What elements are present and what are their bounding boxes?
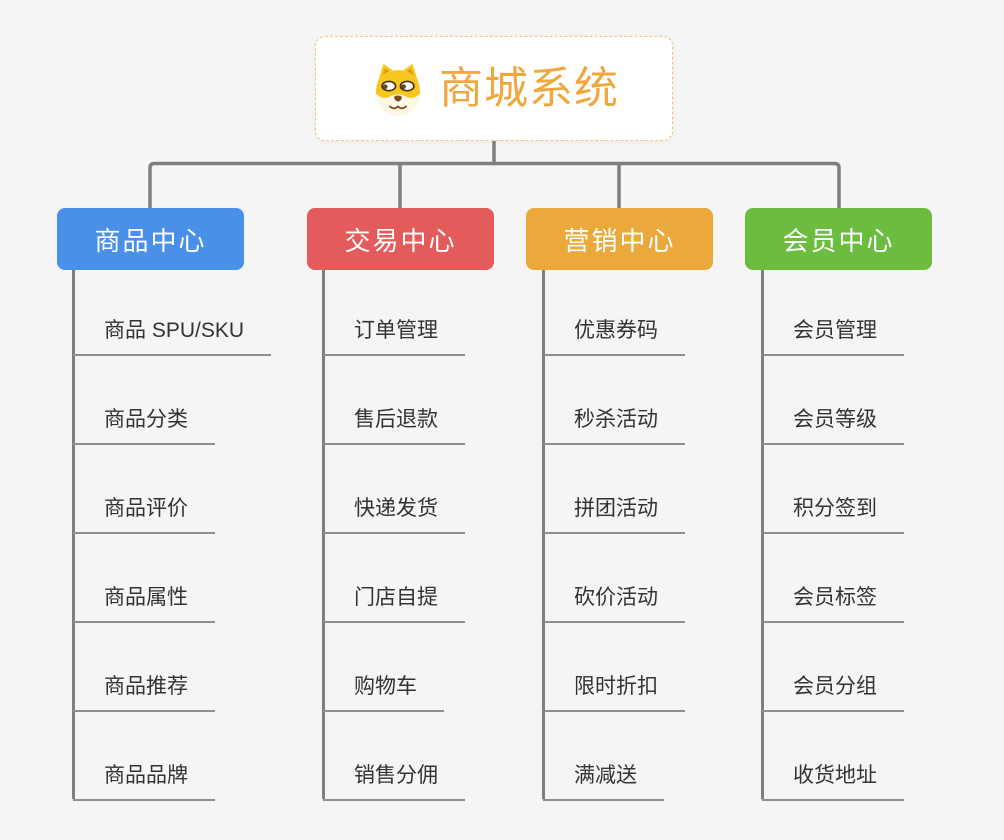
child-node[interactable]: 订单管理 — [323, 317, 465, 356]
child-node[interactable]: 优惠券码 — [543, 317, 685, 356]
child-node[interactable]: 销售分佣 — [323, 762, 465, 801]
child-node[interactable]: 收货地址 — [762, 762, 904, 801]
child-node[interactable]: 会员管理 — [762, 317, 904, 356]
child-node[interactable]: 积分签到 — [762, 495, 904, 534]
branch-children-member-center: 会员管理 会员等级 积分签到 会员标签 会员分组 收货地址 — [761, 270, 904, 840]
child-node[interactable]: 商品属性 — [73, 584, 215, 623]
child-node[interactable]: 拼团活动 — [543, 495, 685, 534]
branch-node-trade-center[interactable]: 交易中心 — [307, 208, 494, 270]
child-node[interactable]: 商品 SPU/SKU — [73, 317, 272, 356]
child-node[interactable]: 会员分组 — [762, 673, 904, 712]
root-title: 商城系统 — [439, 63, 619, 113]
branch-children-trade-center: 订单管理 售后退款 快递发货 门店自提 购物车 销售分佣 — [322, 270, 465, 840]
child-node[interactable]: 门店自提 — [323, 584, 465, 623]
branch-label: 商品中心 — [94, 225, 207, 256]
branch-node-product-center[interactable]: 商品中心 — [57, 208, 244, 270]
branch-label: 交易中心 — [344, 225, 457, 256]
child-node[interactable]: 商品品牌 — [73, 762, 215, 801]
child-node[interactable]: 商品评价 — [73, 495, 215, 534]
branch-children-marketing-center: 优惠券码 秒杀活动 拼团活动 砍价活动 限时折扣 满减送 — [542, 270, 685, 840]
dog-face-icon — [375, 63, 421, 116]
child-node[interactable]: 砍价活动 — [543, 584, 685, 623]
child-node[interactable]: 会员标签 — [762, 584, 904, 623]
child-node[interactable]: 商品推荐 — [73, 673, 215, 712]
child-node[interactable]: 限时折扣 — [543, 673, 685, 712]
branch-children-product-center: 商品 SPU/SKU 商品分类 商品评价 商品属性 商品推荐 商品品牌 — [72, 270, 272, 840]
child-node[interactable]: 商品分类 — [73, 406, 215, 445]
root-node[interactable]: 商城系统 — [315, 36, 673, 141]
branch-node-member-center[interactable]: 会员中心 — [745, 208, 932, 270]
branch-label: 会员中心 — [782, 225, 895, 256]
child-node[interactable]: 会员等级 — [762, 406, 904, 445]
child-node[interactable]: 满减送 — [543, 762, 664, 801]
child-node[interactable]: 快递发货 — [323, 495, 465, 534]
child-node[interactable]: 购物车 — [323, 673, 444, 712]
branch-node-marketing-center[interactable]: 营销中心 — [526, 208, 713, 270]
branch-rail-line — [148, 161, 841, 209]
child-node[interactable]: 售后退款 — [323, 406, 465, 445]
branch-label: 营销中心 — [563, 225, 676, 256]
child-node[interactable]: 秒杀活动 — [543, 406, 685, 445]
